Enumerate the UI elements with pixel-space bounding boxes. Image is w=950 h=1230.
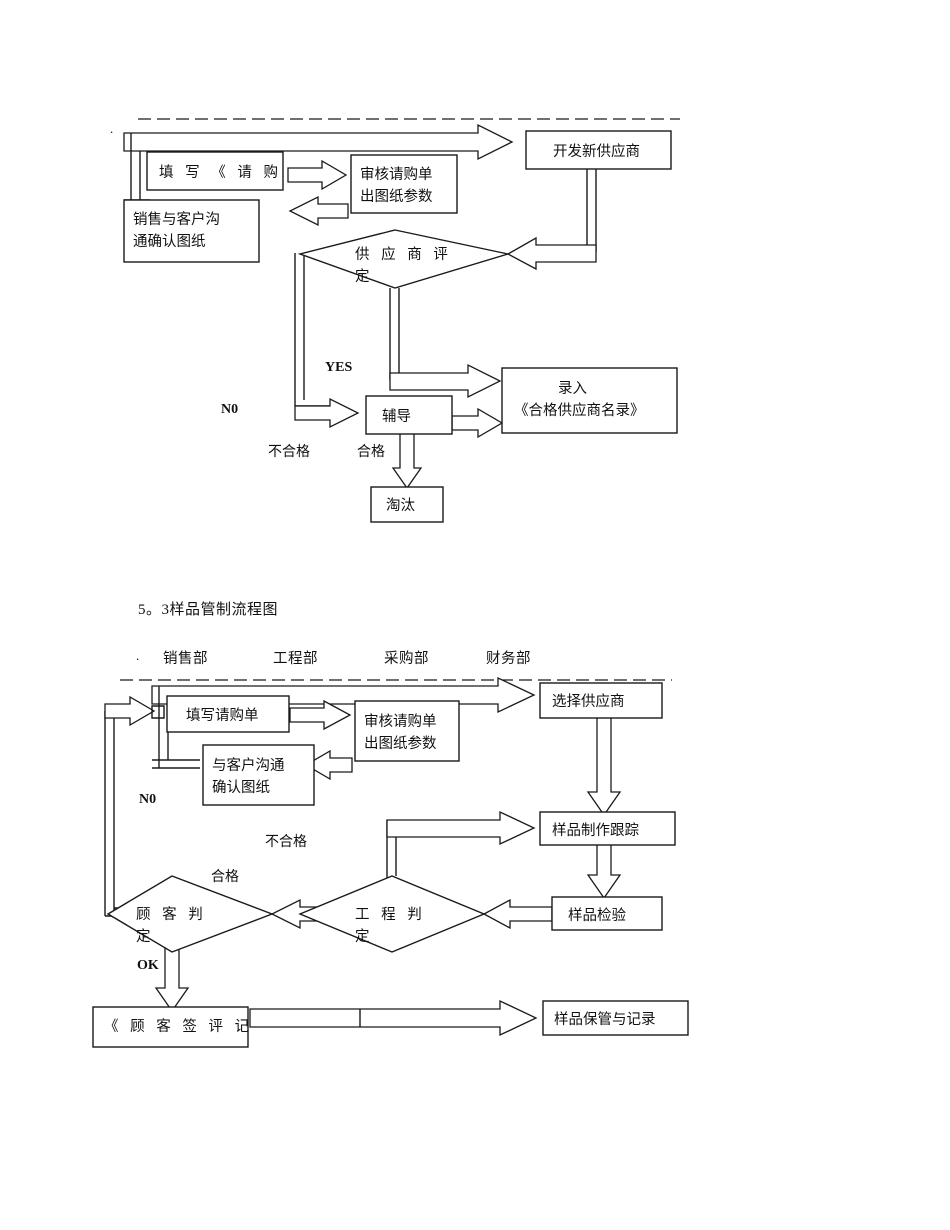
node-review-requisition-2[interactable]: 审核请购单 出图纸参数 bbox=[354, 700, 460, 762]
node-customer-judgement[interactable]: 顾 客 判 定 bbox=[106, 875, 274, 953]
edge-label-pass-2: 合格 bbox=[211, 869, 239, 885]
page-marker-dot-top: . bbox=[110, 121, 114, 136]
arrow-no-to-coaching bbox=[294, 397, 360, 429]
dept-label-finance: 财务部 bbox=[486, 651, 531, 667]
node-communicate-customer-label-2: 确认图纸 bbox=[212, 779, 270, 796]
node-eliminate-label: 淘汰 bbox=[386, 497, 415, 514]
node-supplier-evaluation-label-1: 供 应 商 评 bbox=[355, 245, 452, 263]
arrow-coaching-to-registry bbox=[451, 407, 504, 439]
arrow-to-develop-new-supplier bbox=[123, 123, 514, 161]
node-coaching[interactable]: 辅导 bbox=[365, 395, 453, 435]
arrow-review-to-sales bbox=[288, 195, 349, 227]
dept-label-engineering: 工程部 bbox=[273, 651, 318, 667]
node-communicate-customer-label-1: 与客户沟通 bbox=[212, 757, 285, 774]
evaluation-yes-branch-vertical bbox=[389, 288, 400, 380]
edge-label-no: N0 bbox=[221, 402, 238, 417]
dept-label-sales: 销售部 bbox=[163, 651, 208, 667]
node-sales-confirm-drawing[interactable]: 销售与客户沟 通确认图纸 bbox=[123, 199, 260, 263]
arrow-inspection-to-engineering bbox=[482, 898, 553, 930]
supplier-evaluation-flowchart: 填 写 《 请 购 审核请购单 出图纸参数 销售与客户沟 通确认图纸 开发新供应… bbox=[123, 118, 680, 523]
node-enter-registry[interactable]: 录入 《合格供应商名录》 bbox=[501, 367, 678, 434]
node-fill-requisition-2[interactable]: 填写请购单 bbox=[166, 695, 290, 733]
node-sample-inspection[interactable]: 样品检验 bbox=[551, 896, 663, 931]
arrow-sign-record-to-storage bbox=[249, 999, 538, 1037]
node-engineering-judgement[interactable]: 工 程 判 定 bbox=[298, 875, 486, 953]
node-review-requisition-2-label-1: 审核请购单 bbox=[364, 713, 437, 730]
node-sales-confirm-drawing-label-1: 销售与客户沟 bbox=[133, 211, 220, 228]
node-communicate-customer[interactable]: 与客户沟通 确认图纸 bbox=[202, 744, 315, 806]
node-sample-storage-record[interactable]: 样品保管与记录 bbox=[542, 1000, 689, 1036]
node-review-requisition-label-2: 出图纸参数 bbox=[360, 188, 433, 205]
node-supplier-evaluation[interactable]: 供 应 商 评 定 bbox=[297, 229, 509, 289]
dept-label-purchasing: 采购部 bbox=[384, 651, 429, 667]
node-review-requisition-2-label-2: 出图纸参数 bbox=[364, 735, 437, 752]
arrow-fill-to-review bbox=[287, 159, 348, 191]
evaluation-no-branch-vertical bbox=[294, 253, 305, 406]
arrow-develop-to-evaluation bbox=[506, 236, 597, 271]
node-enter-registry-label-1: 录入 bbox=[558, 380, 587, 397]
node-sample-production-tracking[interactable]: 样品制作跟踪 bbox=[539, 811, 676, 846]
edge-label-fail: 不合格 bbox=[268, 444, 310, 460]
develop-supplier-down-line bbox=[586, 168, 597, 252]
node-sample-production-tracking-label: 样品制作跟踪 bbox=[552, 822, 639, 839]
arrow-coaching-to-eliminate bbox=[391, 427, 423, 490]
node-fill-requisition-label: 填 写 《 请 购 bbox=[159, 164, 282, 181]
node-coaching-label: 辅导 bbox=[382, 408, 411, 425]
edge-label-fail-2: 不合格 bbox=[265, 834, 307, 850]
node-customer-sign-record-label: 《 顾 客 签 评 记 bbox=[104, 1018, 253, 1035]
loopback-vertical bbox=[104, 711, 115, 916]
node-enter-registry-label-2: 《合格供应商名录》 bbox=[514, 401, 645, 419]
edge-label-ok: OK bbox=[137, 958, 159, 973]
arrow-review-to-communicate bbox=[304, 749, 353, 781]
node-develop-new-supplier[interactable]: 开发新供应商 bbox=[525, 130, 672, 170]
arrow-fill-to-review-2 bbox=[289, 699, 352, 731]
page-marker-dot-second: . bbox=[136, 648, 140, 663]
node-sales-confirm-drawing-label-2: 通确认图纸 bbox=[133, 233, 206, 250]
arrow-loopback-to-fill-requisition bbox=[104, 695, 156, 727]
node-fill-requisition[interactable]: 填 写 《 请 购 bbox=[146, 151, 284, 191]
arrow-yes-to-registry bbox=[389, 363, 502, 399]
arrow-engineering-rework bbox=[386, 810, 536, 846]
section-title: 5。3样品管制流程图 bbox=[138, 602, 279, 618]
node-develop-new-supplier-label: 开发新供应商 bbox=[553, 142, 640, 160]
arrow-select-to-tracking bbox=[586, 711, 622, 817]
node-engineering-judgement-label-2: 定 bbox=[355, 928, 370, 945]
edge-label-no-2: N0 bbox=[139, 792, 156, 807]
left-spine-foot-2nd bbox=[152, 759, 200, 769]
fill-requisition-left-stub bbox=[151, 705, 165, 719]
node-review-requisition-label-1: 审核请购单 bbox=[360, 166, 433, 183]
node-select-supplier-label: 选择供应商 bbox=[552, 692, 625, 710]
node-customer-sign-record[interactable]: 《 顾 客 签 评 记 bbox=[92, 1006, 253, 1048]
edge-label-yes: YES bbox=[325, 360, 352, 375]
node-engineering-judgement-label-1: 工 程 判 bbox=[355, 906, 426, 923]
node-eliminate[interactable]: 淘汰 bbox=[370, 486, 444, 523]
node-sample-inspection-label: 样品检验 bbox=[568, 907, 626, 924]
node-customer-judgement-label-2: 定 bbox=[136, 928, 151, 945]
arrow-tracking-to-inspection bbox=[586, 841, 622, 900]
node-sample-storage-record-label: 样品保管与记录 bbox=[554, 1011, 656, 1028]
sample-control-flowchart: 填写请购单 审核请购单 出图纸参数 与客户沟通 确认图纸 选择供应商 样品制作跟… bbox=[92, 676, 689, 1048]
edge-label-pass: 合格 bbox=[357, 444, 385, 460]
node-customer-judgement-label-1: 顾 客 判 bbox=[136, 906, 207, 923]
node-review-requisition[interactable]: 审核请购单 出图纸参数 bbox=[350, 154, 458, 214]
node-supplier-evaluation-label-2: 定 bbox=[355, 268, 370, 285]
node-fill-requisition-2-label: 填写请购单 bbox=[186, 707, 259, 724]
node-select-supplier[interactable]: 选择供应商 bbox=[539, 682, 663, 719]
